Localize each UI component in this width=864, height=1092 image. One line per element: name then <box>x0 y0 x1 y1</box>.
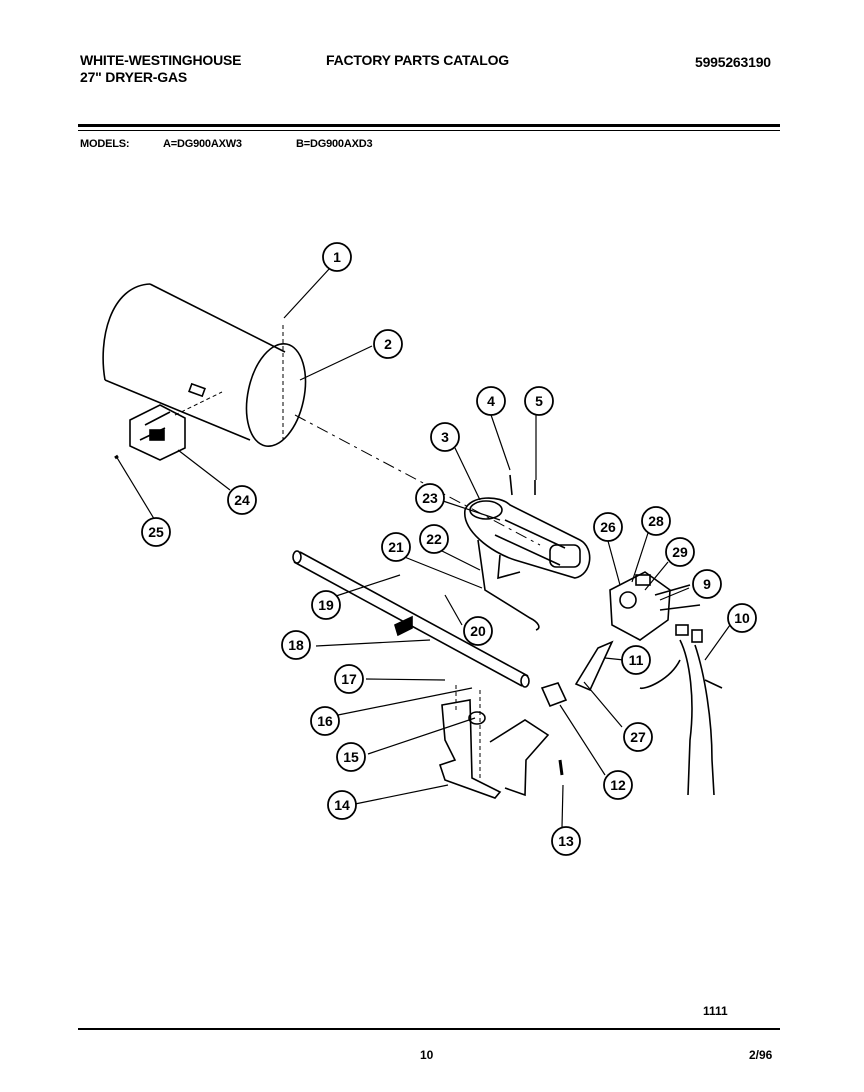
callout-label: 16 <box>317 713 333 729</box>
callout-label: 12 <box>610 777 626 793</box>
callout-label: 15 <box>343 749 359 765</box>
burner-drum <box>102 283 307 447</box>
figure-code: 1111 <box>703 1004 728 1018</box>
callout-28: 28 <box>641 506 671 536</box>
callout-5: 5 <box>524 386 554 416</box>
mounting-bracket <box>438 699 550 799</box>
model-a: A=DG900AXW3 <box>163 138 242 150</box>
callout-22: 22 <box>419 524 449 554</box>
callout-label: 23 <box>422 490 438 506</box>
page-number: 10 <box>420 1048 434 1062</box>
callout-19: 19 <box>311 590 341 620</box>
burner-tube <box>292 550 530 688</box>
callout-27: 27 <box>623 722 653 752</box>
callout-9: 9 <box>692 569 722 599</box>
wire-harness <box>639 624 723 796</box>
gas-valve <box>609 571 701 641</box>
brand-title: WHITE-WESTINGHOUSE <box>80 52 242 68</box>
callout-label: 4 <box>487 393 495 409</box>
callout-label: 26 <box>600 519 616 535</box>
callout-label: 27 <box>630 729 646 745</box>
callout-label: 22 <box>426 531 442 547</box>
header-rule-thick <box>78 124 780 127</box>
callout-label: 29 <box>672 544 688 560</box>
callout-13: 13 <box>551 826 581 856</box>
callout-14: 14 <box>327 790 357 820</box>
revision-date: 2/96 <box>749 1048 773 1062</box>
callout-17: 17 <box>334 664 364 694</box>
model-b: B=DG900AXD3 <box>296 138 373 150</box>
callout-label: 28 <box>648 513 664 529</box>
callout-26: 26 <box>593 512 623 542</box>
header-rule-thin <box>78 130 780 131</box>
callout-25: 25 <box>141 517 171 547</box>
callout-11: 11 <box>621 645 651 675</box>
callout-label: 2 <box>384 336 392 352</box>
catalog-title: FACTORY PARTS CATALOG <box>326 52 509 68</box>
product-subtitle: 27" DRYER-GAS <box>80 69 187 85</box>
callout-label: 19 <box>318 597 334 613</box>
callout-15: 15 <box>336 742 366 772</box>
callout-16: 16 <box>310 706 340 736</box>
callout-label: 5 <box>535 393 543 409</box>
callout-21: 21 <box>381 532 411 562</box>
leader-lines <box>115 267 731 828</box>
burner-assembly <box>464 474 591 579</box>
callout-24: 24 <box>227 485 257 515</box>
callout-label: 10 <box>734 610 750 626</box>
callout-23: 23 <box>415 483 445 513</box>
flame-sensor <box>129 404 186 461</box>
callout-18: 18 <box>281 630 311 660</box>
callout-20: 20 <box>463 616 493 646</box>
callout-label: 25 <box>148 524 164 540</box>
callout-label: 21 <box>388 539 404 555</box>
callout-1: 1 <box>322 242 352 272</box>
callout-label: 17 <box>341 671 357 687</box>
footer-rule <box>78 1028 780 1030</box>
models-label: MODELS: <box>80 138 130 150</box>
callout-label: 18 <box>288 637 304 653</box>
callout-label: 13 <box>558 833 574 849</box>
callout-29: 29 <box>665 537 695 567</box>
callout-label: 24 <box>234 492 250 508</box>
callout-2: 2 <box>373 329 403 359</box>
callout-label: 9 <box>703 576 711 592</box>
callout-label: 3 <box>441 429 449 445</box>
callout-label: 14 <box>334 797 350 813</box>
callout-10: 10 <box>727 603 757 633</box>
callout-3: 3 <box>430 422 460 452</box>
callout-12: 12 <box>603 770 633 800</box>
callout-label: 1 <box>333 249 341 265</box>
callout-label: 20 <box>470 623 486 639</box>
callout-4: 4 <box>476 386 506 416</box>
catalog-number: 5995263190 <box>695 54 771 70</box>
callout-label: 11 <box>629 652 644 668</box>
